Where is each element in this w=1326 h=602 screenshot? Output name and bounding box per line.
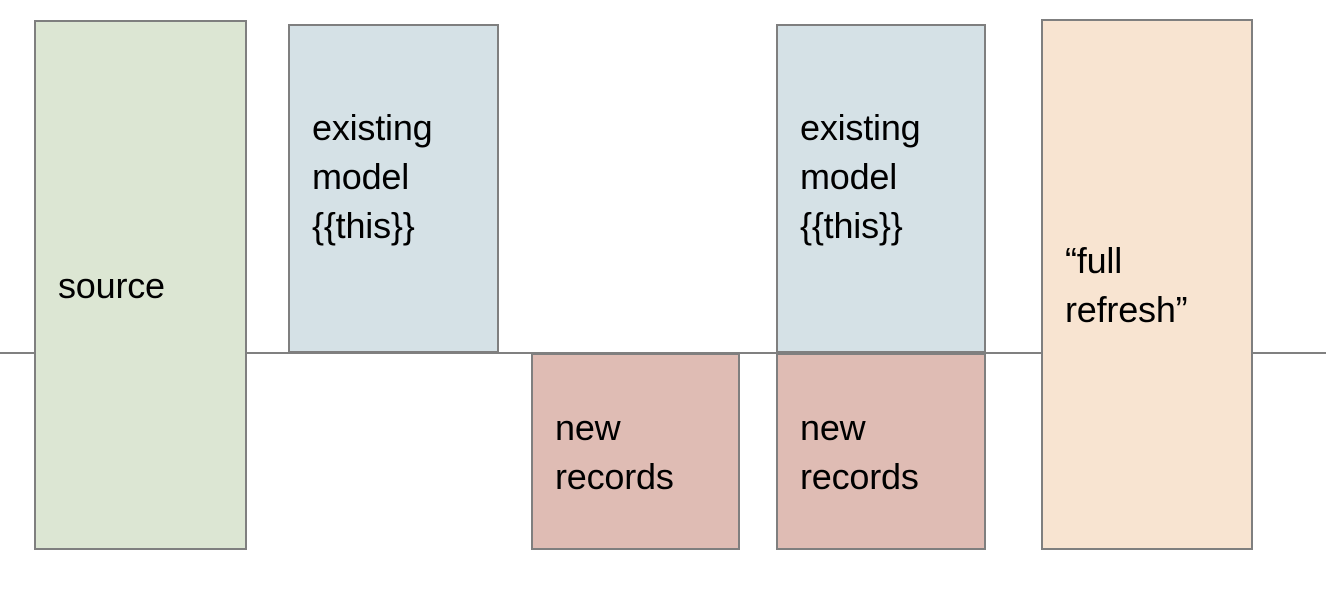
block-existing-model-1[interactable]: existing model {{this}} [288, 24, 499, 353]
block-new-records-1-label: new records [555, 406, 674, 497]
block-source-label: source [58, 264, 165, 306]
block-new-records-1[interactable]: new records [531, 353, 740, 550]
block-existing-model-2[interactable]: existing model {{this}} [776, 24, 986, 353]
block-source[interactable]: source [34, 20, 247, 550]
block-full-refresh[interactable]: “full refresh” [1041, 19, 1253, 550]
block-new-records-2-label: new records [800, 406, 919, 497]
block-new-records-2[interactable]: new records [776, 353, 986, 550]
block-full-refresh-label: “full refresh” [1065, 239, 1188, 330]
block-existing-model-1-label: existing model {{this}} [312, 107, 433, 246]
block-existing-model-2-label: existing model {{this}} [800, 107, 921, 246]
